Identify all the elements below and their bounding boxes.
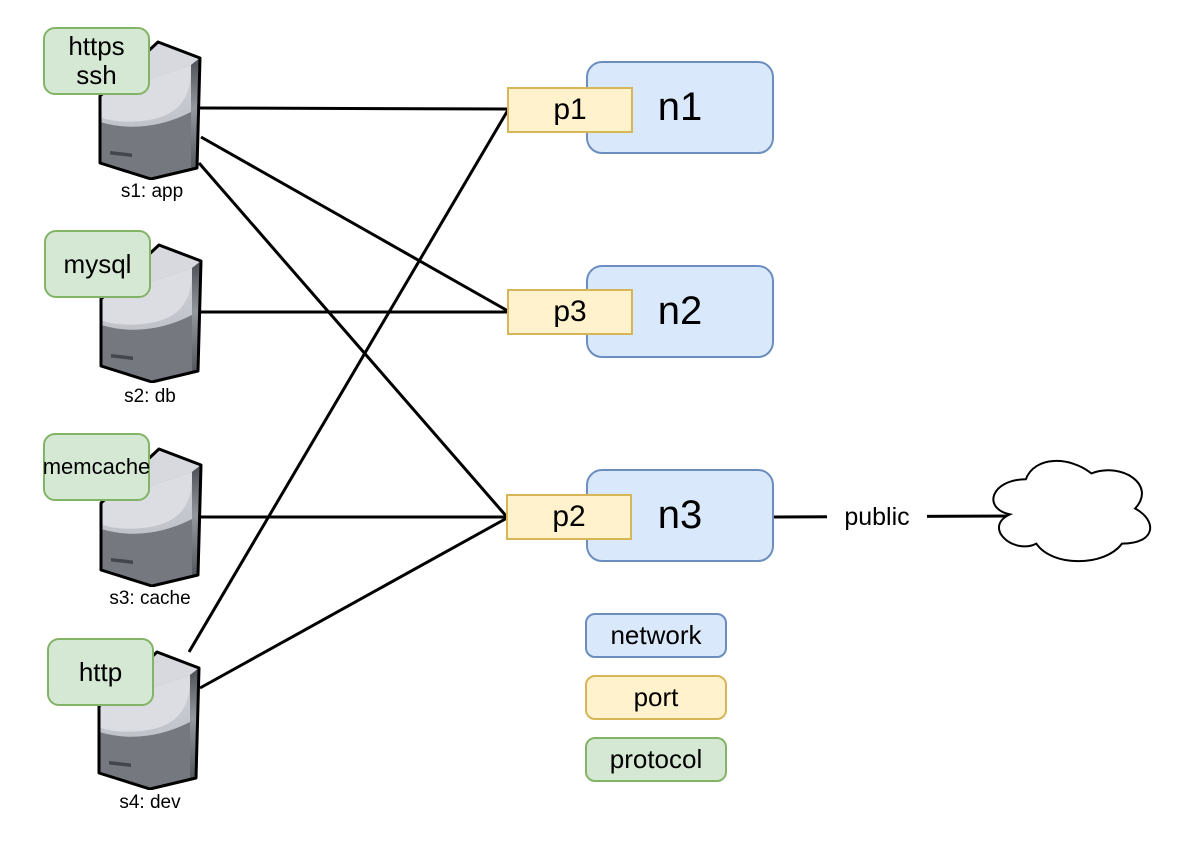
public-link-label: public xyxy=(827,502,927,533)
edge-s4-p1 xyxy=(187,109,510,653)
port-p3: p3 xyxy=(507,289,633,335)
edge-s1-p3 xyxy=(200,135,509,313)
legend-item-network: network xyxy=(585,613,727,658)
edge-s1-p1 xyxy=(199,106,509,111)
server-label-s1: s1: app xyxy=(120,181,184,202)
port-p1: p1 xyxy=(507,87,633,133)
legend-item-protocol: protocol xyxy=(585,737,727,782)
protocol-badge-s3: memcache xyxy=(43,433,150,501)
legend-item-port: port xyxy=(585,675,727,720)
edge-s1-p2 xyxy=(197,162,509,518)
internet-cloud-icon xyxy=(992,460,1152,563)
server-label-s4: s4: dev xyxy=(119,792,181,813)
port-p2: p2 xyxy=(506,494,632,540)
protocol-badge-s1: https ssh xyxy=(43,27,150,95)
server-label-s3: s3: cache xyxy=(109,588,191,609)
protocol-badge-s2: mysql xyxy=(44,230,151,298)
protocol-badge-s4: http xyxy=(47,638,154,706)
server-label-s2: s2: db xyxy=(124,386,176,407)
edge-s4-p2 xyxy=(199,516,508,690)
